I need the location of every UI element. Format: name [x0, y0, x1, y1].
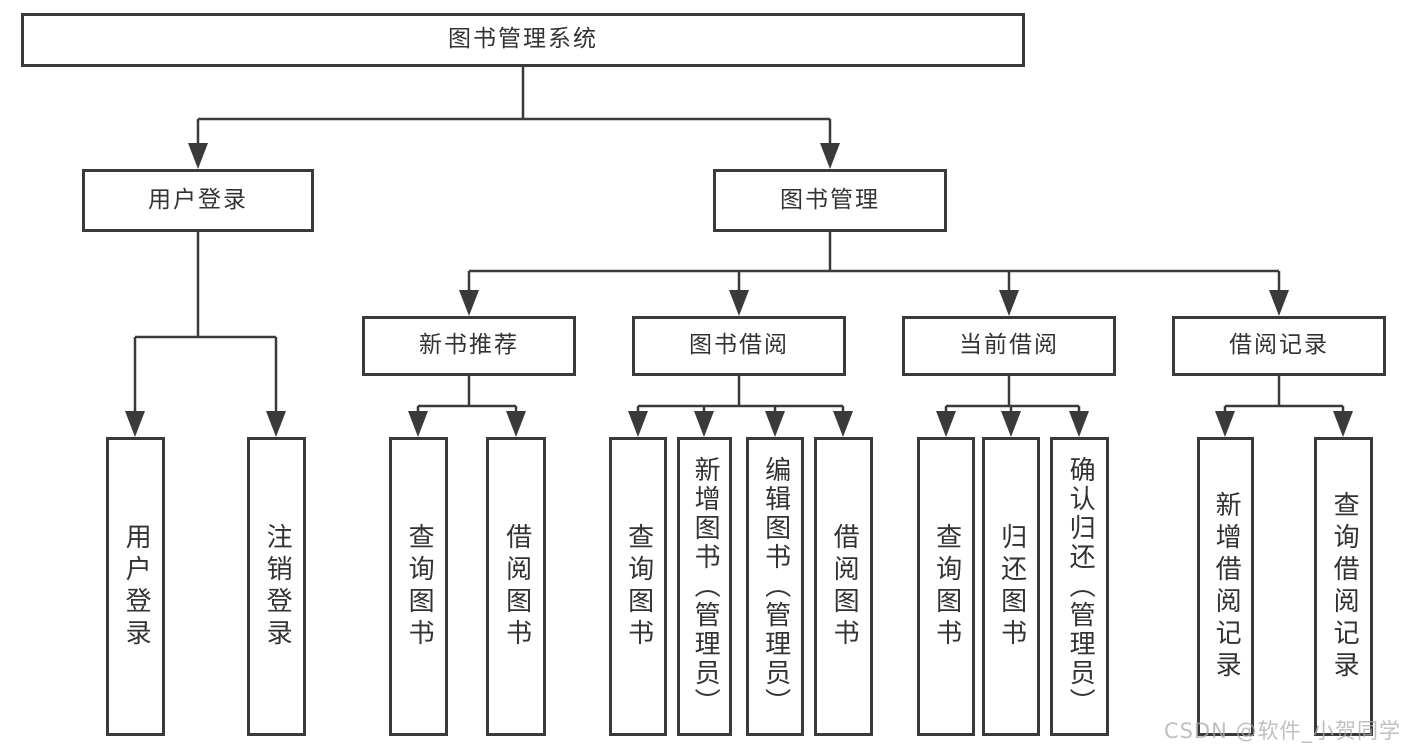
leaf-edit-book-admin: 编辑图书（管理员）	[746, 437, 804, 736]
node-label: 图书管理系统	[448, 26, 598, 53]
node-label: 用户登录	[148, 186, 248, 213]
leaf-query-borrow-record: 查询借阅记录	[1314, 437, 1373, 736]
node-label: 新书推荐	[419, 332, 519, 359]
node-label: 查询图书	[623, 522, 654, 651]
node-label: 借阅记录	[1229, 332, 1329, 359]
node-label: 注销登录	[262, 522, 293, 651]
node-label: 图书管理	[780, 186, 880, 213]
node-label: 借阅图书	[501, 522, 532, 651]
leaf-query-books-recommend: 查询图书	[389, 437, 448, 736]
node-label: 确认归还（管理员）	[1065, 456, 1096, 717]
node-label: 查询图书	[931, 522, 962, 651]
node-label: 借阅图书	[829, 522, 860, 651]
leaf-add-borrow-record: 新增借阅记录	[1197, 437, 1254, 736]
node-label: 用户登录	[121, 522, 152, 651]
node-current-borrowing: 当前借阅	[902, 316, 1116, 376]
leaf-add-book-admin: 新增图书（管理员）	[677, 437, 732, 736]
node-label: 查询图书	[404, 522, 435, 651]
node-library-management-system: 图书管理系统	[21, 13, 1025, 67]
node-label: 新增借阅记录	[1211, 490, 1242, 683]
leaf-query-books-current: 查询图书	[917, 437, 975, 736]
node-label: 查询借阅记录	[1329, 490, 1360, 683]
node-label: 图书借阅	[689, 332, 789, 359]
leaf-query-books-borrow: 查询图书	[609, 437, 667, 736]
node-book-borrowing: 图书借阅	[632, 316, 846, 376]
leaf-borrow-books-recommend: 借阅图书	[486, 437, 546, 736]
node-label: 归还图书	[996, 522, 1027, 651]
node-book-management: 图书管理	[713, 169, 947, 232]
leaf-logout: 注销登录	[247, 437, 306, 736]
node-label: 当前借阅	[959, 332, 1059, 359]
node-label: 新增图书（管理员）	[690, 456, 721, 717]
leaf-borrow-books: 借阅图书	[814, 437, 873, 736]
node-borrowing-records: 借阅记录	[1172, 316, 1386, 376]
leaf-user-login: 用户登录	[106, 437, 165, 736]
leaf-confirm-return-admin: 确认归还（管理员）	[1050, 437, 1109, 736]
csdn-watermark: CSDN @软件_小贺同学	[1163, 719, 1401, 743]
leaf-return-books: 归还图书	[982, 437, 1040, 736]
node-user-login: 用户登录	[82, 169, 314, 232]
node-label: 编辑图书（管理员）	[760, 456, 791, 717]
node-new-book-recommendation: 新书推荐	[362, 316, 576, 376]
